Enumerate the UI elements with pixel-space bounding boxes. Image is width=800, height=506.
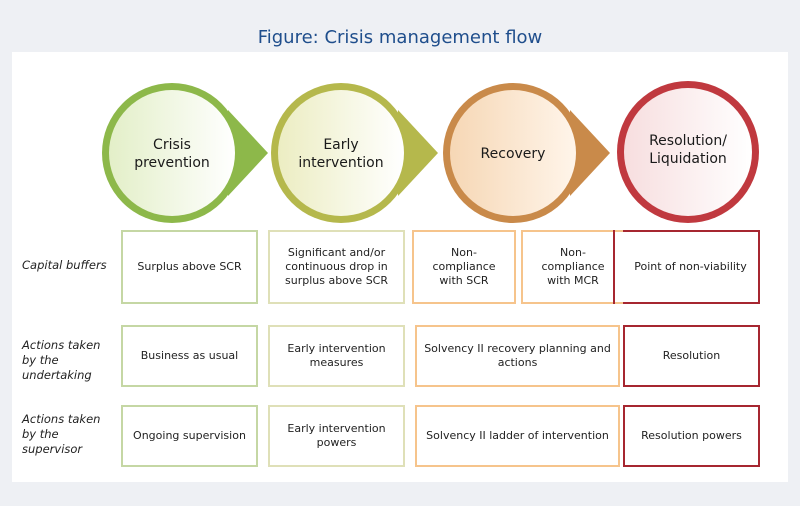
stage-label-resolution: Resolution/ Liquidation (649, 133, 727, 167)
row-label-capital-buffers: Capital buffers (22, 258, 107, 272)
stage-label-prevention: Crisis prevention (134, 137, 210, 171)
cell-capital-early: Significant and/or continuous drop in su… (268, 230, 405, 304)
cell-capital-recovery-scr: Non-compliance with SCR (412, 230, 516, 304)
cell-supervisor-early: Early intervention powers (268, 405, 405, 467)
cell-capital-resolution: Point of non-viability (623, 230, 760, 304)
cell-capital-recovery-mcr: Non-compliance with MCR (521, 230, 625, 304)
stage-prevention-shape (102, 83, 268, 223)
cell-undertaking-recovery: Solvency II recovery planning and action… (415, 325, 620, 387)
cell-supervisor-resolution: Resolution powers (623, 405, 760, 467)
figure-title: Figure: Crisis management flow (257, 27, 543, 48)
cell-undertaking-resolution: Resolution (623, 325, 760, 387)
stage-label-recovery: Recovery (480, 146, 546, 162)
row-label-supervisor: Actions taken by the supervisor (22, 412, 101, 456)
stage-circles (102, 81, 759, 223)
cell-undertaking-early: Early intervention measures (268, 325, 405, 387)
stage-label-early: Early intervention (298, 137, 384, 171)
cell-undertaking-prevention: Business as usual (121, 325, 258, 387)
stage-resolution-shape (617, 81, 759, 223)
stage-recovery-shape (443, 83, 610, 223)
row-label-undertaking: Actions taken by the undertaking (22, 338, 101, 382)
stage-early-shape (271, 83, 438, 223)
cell-supervisor-recovery: Solvency II ladder of intervention (415, 405, 620, 467)
resolution-divider (613, 230, 615, 304)
cell-capital-prevention: Surplus above SCR (121, 230, 258, 304)
cell-supervisor-prevention: Ongoing supervision (121, 405, 258, 467)
